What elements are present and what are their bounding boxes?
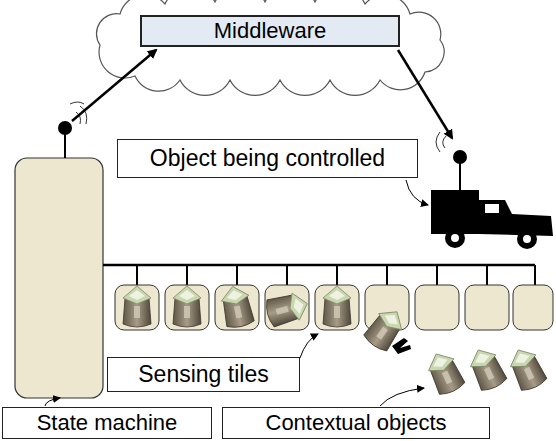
radio-waves bbox=[436, 132, 446, 152]
leader-arrow bbox=[380, 388, 424, 406]
box-label: Object being controlled bbox=[150, 145, 385, 172]
sensing-tiles bbox=[115, 265, 553, 330]
cloud bbox=[96, 0, 444, 95]
antenna-dot bbox=[58, 121, 72, 135]
bus-line bbox=[103, 264, 535, 267]
box-label: Contextual objects bbox=[266, 410, 447, 436]
downlink-arrow bbox=[398, 50, 452, 138]
middleware-box: Middleware bbox=[140, 15, 400, 47]
box-label: State machine bbox=[37, 410, 178, 436]
box-label: Middleware bbox=[214, 18, 327, 44]
callout-box: State machine bbox=[2, 407, 212, 439]
truck bbox=[431, 190, 553, 249]
leader-arrow bbox=[45, 398, 60, 406]
contextual-objects bbox=[123, 284, 548, 397]
callout-box: Sensing tiles bbox=[107, 357, 300, 392]
leader-arrow bbox=[406, 180, 428, 205]
box-label: Sensing tiles bbox=[138, 361, 268, 388]
leader-arrow bbox=[300, 334, 318, 358]
state-machine-box bbox=[15, 158, 103, 398]
antenna-dot bbox=[453, 150, 467, 164]
callout-box: Contextual objects bbox=[222, 407, 490, 439]
uplink-arrow bbox=[72, 50, 156, 121]
callout-box: Object being controlled bbox=[117, 139, 418, 178]
